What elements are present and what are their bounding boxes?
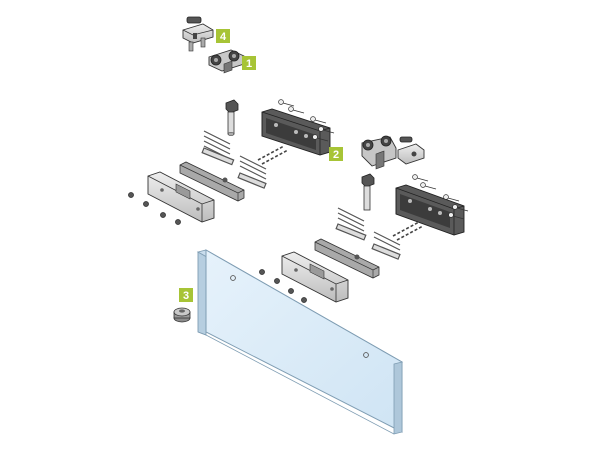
- callout-1-label: 1: [246, 58, 252, 70]
- small-bracket-part: [182, 16, 214, 52]
- track-plate-part: [261, 108, 331, 156]
- washer-set: [128, 192, 181, 225]
- top-carriage-group: [182, 16, 245, 74]
- screw-set-right: [412, 174, 469, 220]
- small-nut-center: [354, 254, 360, 260]
- roller-carriage-part: [208, 49, 245, 74]
- callout-4-label: 4: [220, 31, 227, 43]
- track-plate-part-right: [395, 184, 465, 236]
- center-clamp-assembly: [259, 238, 380, 303]
- callout-1: 1: [242, 56, 256, 70]
- gasket-strips-right: [237, 155, 267, 189]
- dowel-pins-right: [392, 221, 424, 241]
- callout-3-label: 3: [183, 290, 189, 302]
- bolt-part-right: [361, 173, 375, 211]
- glass-panel-part: [196, 249, 404, 435]
- door-stopper-part: [173, 307, 191, 323]
- callout-3: 3: [179, 288, 193, 302]
- screw-set: [278, 99, 335, 142]
- rubber-pad-part-center: [314, 238, 380, 279]
- callout-2: 2: [329, 147, 343, 161]
- callout-4: 4: [216, 29, 230, 43]
- right-track-plate-assembly: [335, 135, 469, 260]
- roller-carriage-part-right: [361, 135, 397, 170]
- clamp-plate-part: [147, 171, 215, 223]
- left-track-plate-assembly: [128, 99, 335, 225]
- callout-2-label: 2: [333, 149, 339, 161]
- gasket-strips-left: [201, 130, 235, 166]
- rubber-pad-part: [179, 161, 245, 202]
- small-nut: [222, 177, 228, 183]
- washer-set-center: [259, 269, 307, 303]
- dowel-pins: [257, 145, 289, 165]
- small-bracket-part-right: [397, 136, 425, 165]
- gasket-strips-right-2: [335, 207, 401, 260]
- clamp-plate-part-center: [281, 251, 349, 303]
- bolt-part: [225, 99, 239, 136]
